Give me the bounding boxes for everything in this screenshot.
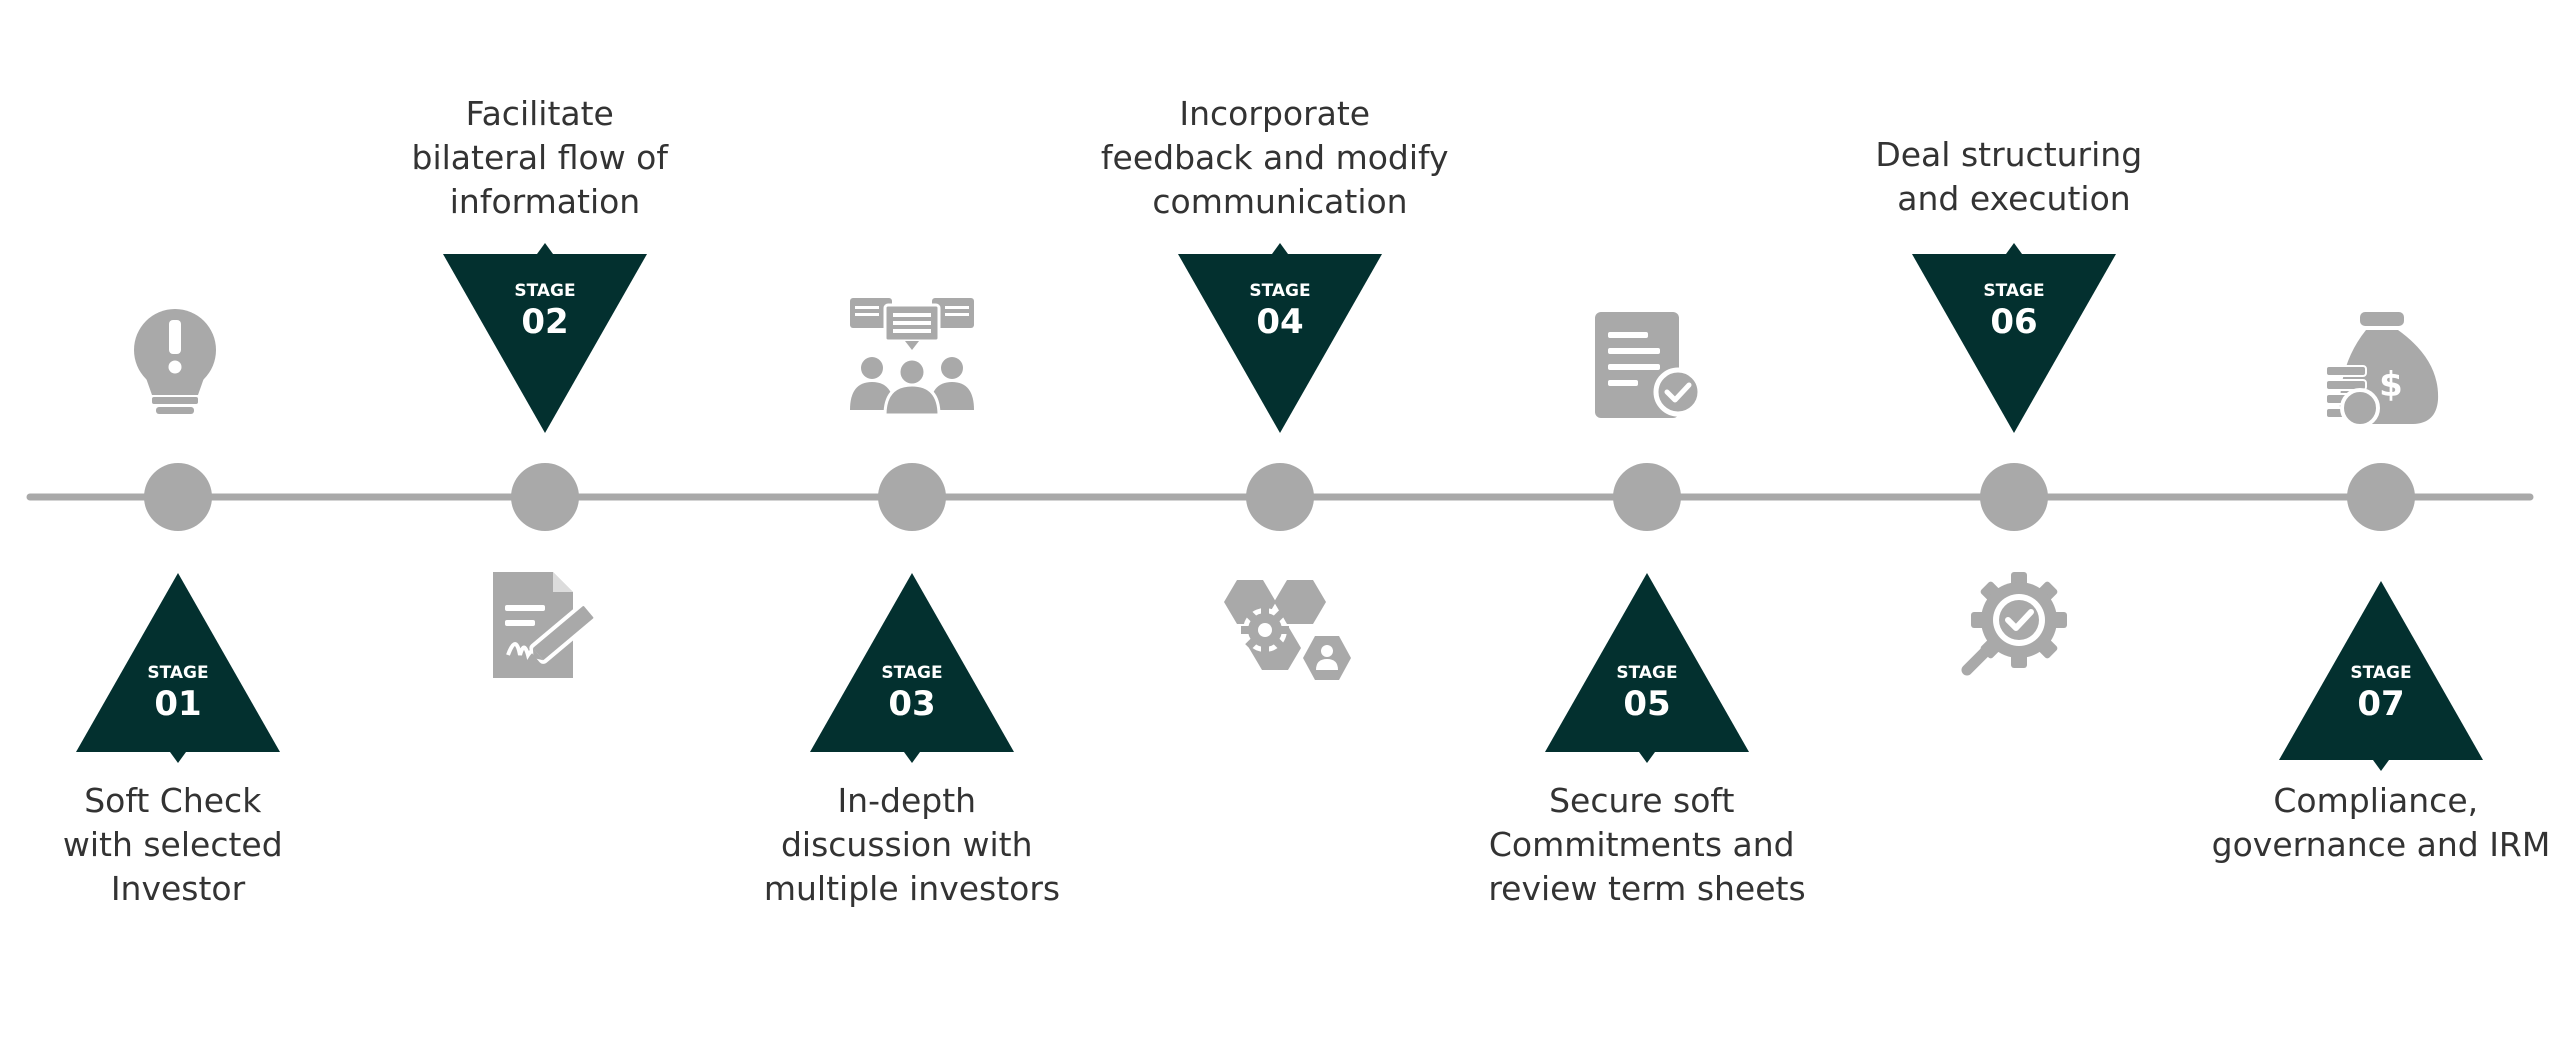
stage-marker-up <box>1545 573 1749 763</box>
stage-label: STAGE <box>2350 663 2411 683</box>
gear-search-check-icon <box>1961 572 2067 676</box>
svg-text:$: $ <box>2379 365 2403 405</box>
stage-label: STAGE <box>1249 281 1310 301</box>
stage-marker-up <box>2279 581 2483 771</box>
timeline-node <box>2347 463 2415 531</box>
stage-02: Facilitate bilateral flow of information… <box>412 94 679 678</box>
stage-description: Compliance, governance and IRM <box>2212 781 2551 864</box>
stage-label: STAGE <box>881 663 942 683</box>
money-bag-icon: $ <box>2325 312 2439 428</box>
stage-label: STAGE <box>514 281 575 301</box>
stage-label: STAGE <box>147 663 208 683</box>
stage-marker-down <box>1912 243 2116 433</box>
timeline-nodes <box>144 463 2415 531</box>
stage-03: STAGE 03 In-depth discussion with multip… <box>764 298 1060 908</box>
stage-description: In-depth discussion with multiple invest… <box>764 781 1060 908</box>
stage-number: 03 <box>888 684 935 724</box>
timeline-node <box>1980 463 2048 531</box>
timeline-node <box>878 463 946 531</box>
stage-description: Facilitate bilateral flow of information <box>412 94 679 221</box>
stage-number: 06 <box>1990 302 2037 342</box>
timeline-node <box>1246 463 1314 531</box>
group-discussion-icon <box>850 298 974 417</box>
timeline-node <box>144 463 212 531</box>
stage-label: STAGE <box>1616 663 1677 683</box>
stage-description: Deal structuring and execution <box>1875 135 2152 218</box>
approved-document-icon <box>1595 312 1703 418</box>
stage-marker-down <box>443 243 647 433</box>
stage-04: Incorporate feedback and modify communic… <box>1101 94 1459 680</box>
timeline-node <box>511 463 579 531</box>
timeline-node <box>1613 463 1681 531</box>
hexagon-gear-user-icon <box>1224 580 1351 680</box>
stage-number: 07 <box>2357 684 2404 724</box>
stage-marker-up <box>76 573 280 763</box>
stage-number: 02 <box>521 302 568 342</box>
stage-number: 05 <box>1623 684 1670 724</box>
stage-number: 04 <box>1256 302 1303 342</box>
stage-marker-down <box>1178 243 1382 433</box>
stage-description: Secure soft Commitments and review term … <box>1488 781 1805 908</box>
stage-01: STAGE 01 Soft Check with selected Invest… <box>63 309 293 908</box>
stage-05: STAGE 05 Secure soft Commitments and rev… <box>1488 312 1806 908</box>
stage-number: 01 <box>154 684 201 724</box>
stage-07: STAGE 07 Compliance, governance and IRM … <box>2212 312 2551 864</box>
stage-description: Soft Check with selected Investor <box>63 781 293 908</box>
stage-description: Incorporate feedback and modify communic… <box>1101 94 1459 221</box>
stage-06: Deal structuring and execution STAGE 06 <box>1875 135 2152 676</box>
signed-document-icon <box>493 572 598 678</box>
stage-marker-up <box>810 573 1014 763</box>
lightbulb-icon <box>134 309 216 414</box>
stage-label: STAGE <box>1983 281 2044 301</box>
